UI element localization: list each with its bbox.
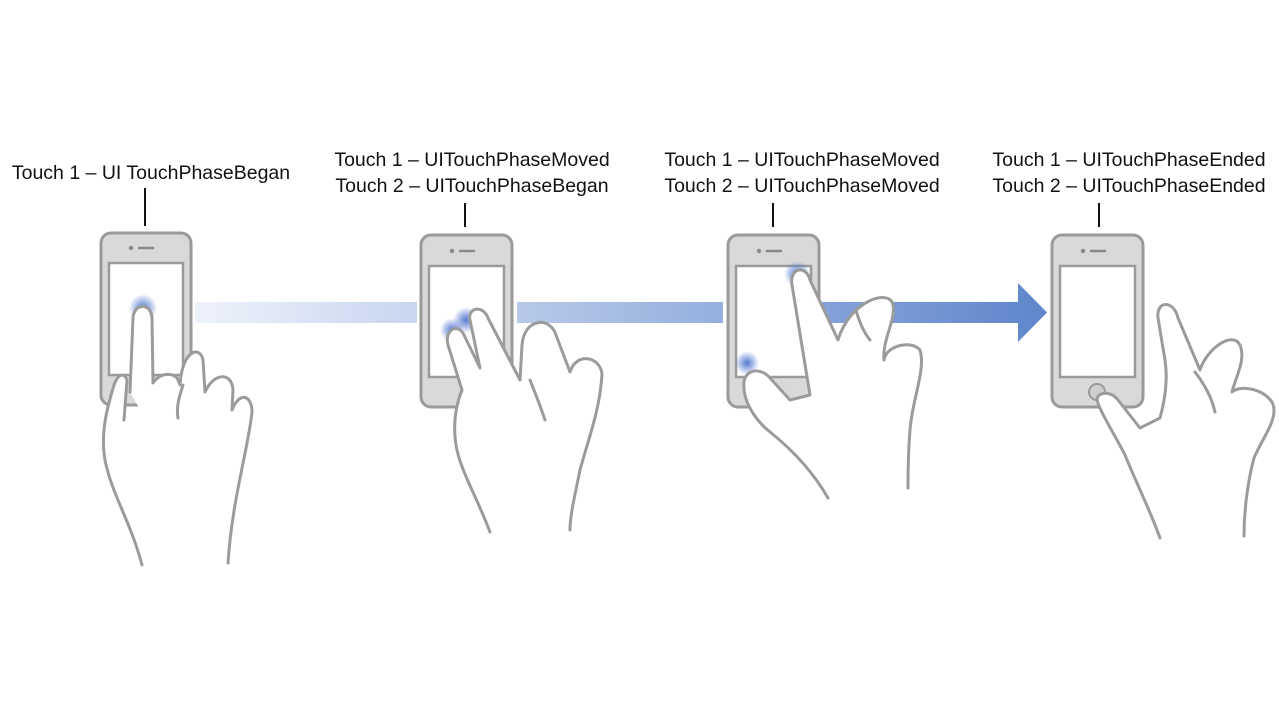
hand-1 [101, 304, 254, 567]
stage-1-label: Touch 1 – UI TouchPhaseBegan [12, 160, 290, 186]
touch-2-stage-3 [735, 351, 759, 375]
phone-4 [1050, 233, 1145, 409]
stage-4-label: Touch 1 – UITouchPhaseEnded Touch 2 – UI… [992, 147, 1265, 199]
stage-4-line-1: Touch 1 – UITouchPhaseEnded [992, 149, 1266, 171]
hand-4 [1095, 303, 1276, 540]
label-connectors [144, 188, 1100, 227]
stage-2-line-1: Touch 1 – UITouchPhaseMoved [334, 149, 610, 171]
hand-2 [445, 307, 604, 534]
arrow-head [1018, 283, 1047, 342]
arrow-segment-1 [195, 302, 417, 323]
stage-1-line-1: Touch 1 – UI TouchPhaseBegan [11, 162, 291, 184]
stage-3-line-1: Touch 1 – UITouchPhaseMoved [664, 149, 940, 171]
stage-2-line-2: Touch 2 – UITouchPhaseBegan [335, 175, 609, 197]
hand-3 [742, 268, 923, 500]
stage-2-label: Touch 1 – UITouchPhaseMoved Touch 2 – UI… [334, 147, 609, 199]
arrow-segment-2 [517, 302, 723, 323]
progress-arrow [195, 283, 1047, 342]
stage-3-line-2: Touch 2 – UITouchPhaseMoved [664, 175, 940, 197]
stage-3-label: Touch 1 – UITouchPhaseMoved Touch 2 – UI… [664, 147, 939, 199]
stage-4-line-2: Touch 2 – UITouchPhaseEnded [992, 175, 1266, 197]
